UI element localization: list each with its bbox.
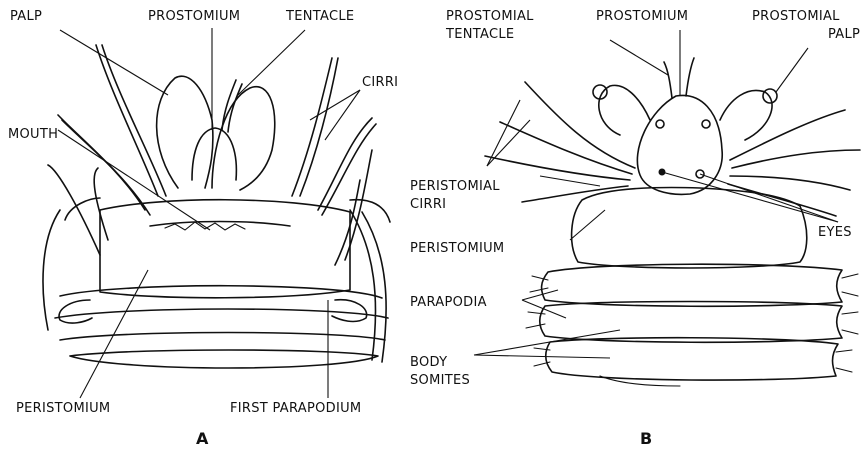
label-prostomial-tentacle-line2: TENTACLE [445,27,514,42]
label-peristomial-cirri-line1: PERISTOMIAL [410,179,500,194]
label-peristomial-cirri-line2: CIRRI [410,197,446,212]
figure-b-drawing [485,58,860,386]
label-eyes: EYES [818,225,852,240]
label-prostomium-a: PROSTOMIUM [148,9,240,24]
label-body-somites-line1: BODY [410,355,447,370]
label-palp: PALP [10,9,42,24]
label-parapodia: PARAPODIA [410,295,487,310]
label-peristomium-a: PERISTOMIUM [16,401,110,416]
figure-b-leaders [474,30,838,358]
label-mouth: MOUTH [8,127,58,142]
label-prostomial-palp-line1: PROSTOMIAL [752,9,840,24]
label-prostomium-b: PROSTOMIUM [596,9,688,24]
figure-a-labels: PALP PROSTOMIUM TENTACLE CIRRI MOUTH PER… [8,9,398,448]
figure-b-labels: PROSTOMIAL TENTACLE PROSTOMIUM PROSTOMIA… [410,9,860,448]
label-peristomium-b: PERISTOMIUM [410,241,504,256]
figure-a-drawing [43,45,390,368]
label-prostomial-palp-line2: PALP [828,27,860,42]
label-first-parapodium: FIRST PARAPODIUM [230,401,361,416]
label-tentacle: TENTACLE [285,9,354,24]
figure-a-leaders [58,28,360,398]
figure-letter-b: B [640,429,653,448]
label-cirri: CIRRI [362,75,398,90]
figure-letter-a: A [196,429,209,448]
label-prostomial-tentacle-line1: PROSTOMIAL [446,9,534,24]
label-body-somites-line2: SOMITES [410,373,470,388]
